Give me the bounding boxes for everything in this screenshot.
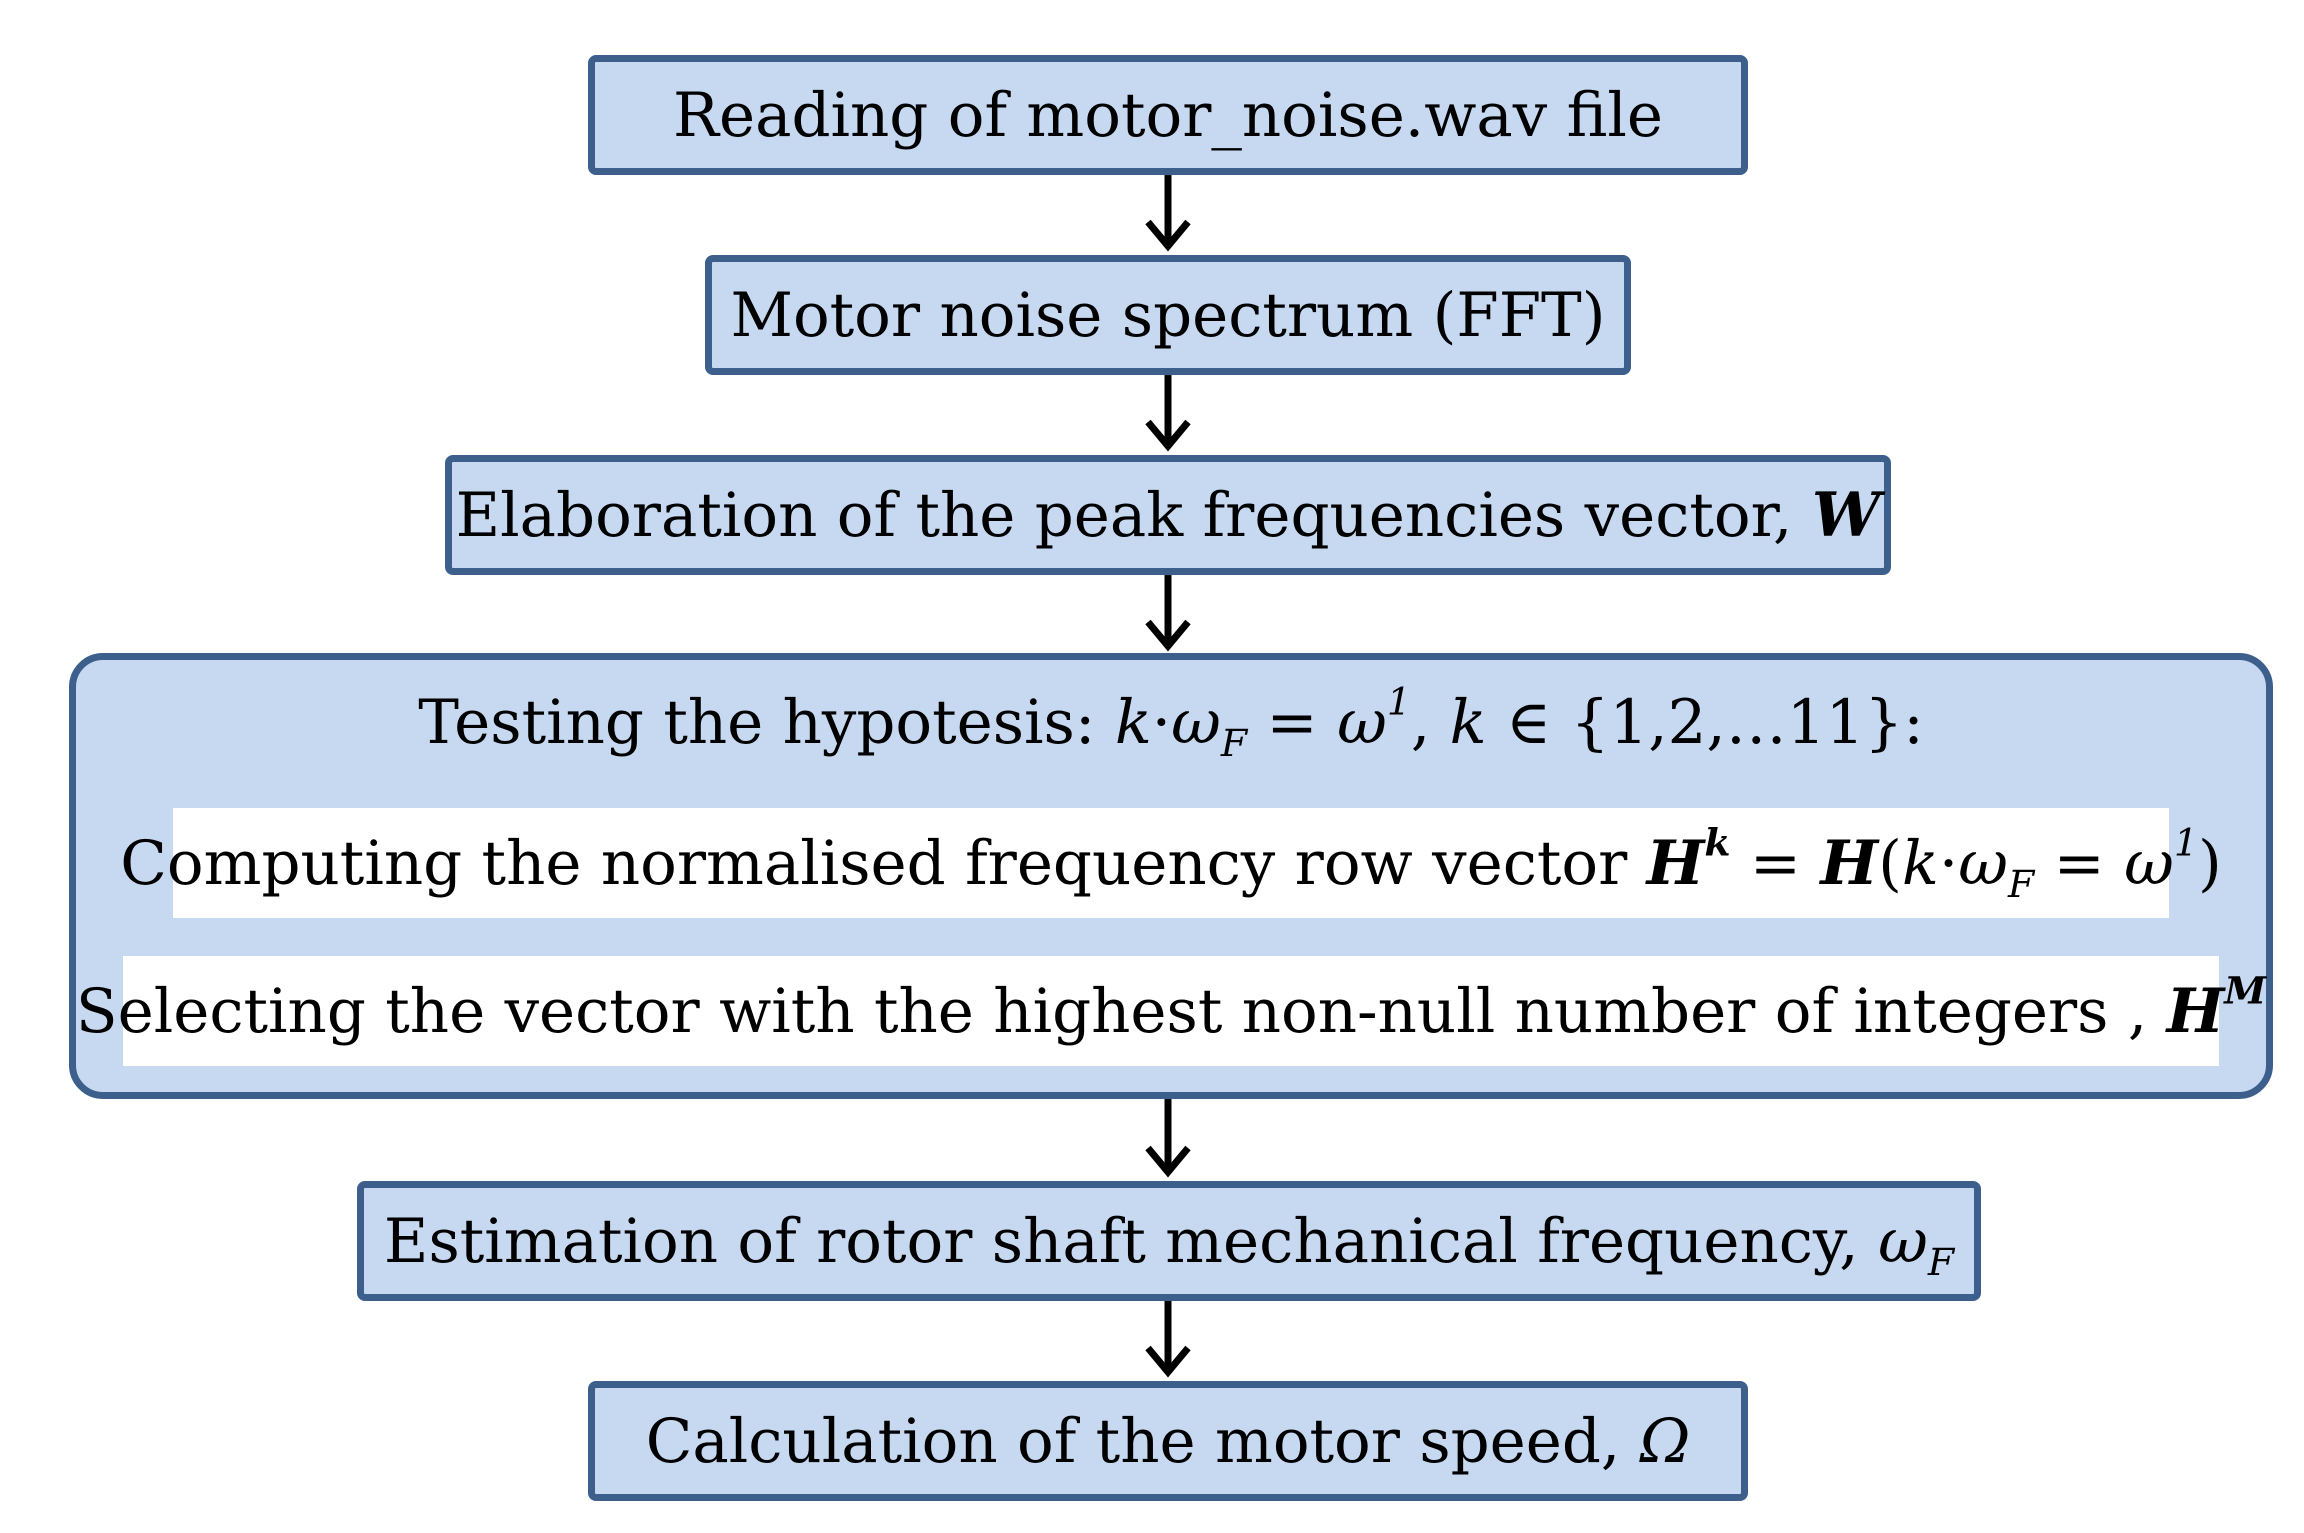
step-peak-vector-label: Elaboration of the peak frequencies vect… [455,479,1812,551]
selecting-sup-m: M [2224,967,2267,1013]
selecting-text: Selecting the vector with the highest no… [75,971,2266,1047]
hypothesis-k: k [1114,687,1152,758]
step-fft: Motor noise spectrum (FFT) [705,255,1631,375]
estimation-omega: ω [1878,1205,1928,1277]
hypothesis-k2: k [1449,687,1487,758]
calculation-label: Calculation of the motor speed, [645,1405,1640,1477]
arrow-hypothesis-to-estimation [1145,1099,1191,1178]
hypothesis-sup-1: 1 [1386,679,1411,724]
step-selecting-vector: Selecting the vector with the highest no… [76,956,2266,1066]
hypothesis-eq: = [1247,687,1338,758]
step-peak-vector-text: Elaboration of the peak frequencies vect… [456,480,1881,551]
computing-h: H [1646,827,1705,899]
computing-dot: · [1938,827,1959,899]
arrow-fft-to-peaks [1145,373,1191,452]
estimation-text: Estimation of rotor shaft mechanical fre… [383,1205,1954,1281]
hypothesis-set: ∈ {1,2,…11}: [1486,687,1924,758]
selecting-label: Selecting the vector with the highest no… [75,975,2167,1047]
computing-h2: H [1820,827,1879,899]
computing-k: k [1901,827,1939,899]
computing-text: Computing the normalised frequency row v… [120,823,2222,903]
hypothesis-omega-1: ω [1337,687,1387,758]
step-computing-vector: Computing the normalised frequency row v… [120,808,2222,918]
computing-sub-f: F [2007,861,2035,906]
computing-eq2: = [2034,827,2125,899]
step-peak-vector: Elaboration of the peak frequencies vect… [445,455,1891,575]
step-read-file: Reading of motor_noise.wav file [588,55,1748,175]
computing-omega-1: ω [2124,827,2174,899]
computing-label: Computing the normalised frequency row v… [120,827,1647,899]
step-estimation: Estimation of rotor shaft mechanical fre… [357,1181,1981,1301]
computing-sup-k: k [1704,819,1731,865]
hypothesis-sub-f: F [1220,721,1248,766]
step-fft-label: Motor noise spectrum (FFT) [730,279,1606,351]
estimation-label: Estimation of rotor shaft mechanical fre… [383,1205,1879,1277]
step-read-file-label: Reading of motor_noise.wav file [673,79,1663,151]
hypothesis-omega: ω [1171,687,1221,758]
hypothesis-comma: , [1410,687,1450,758]
computing-open: ( [1878,827,1902,899]
hypothesis-block: Testing the hypotesis: k·ωF = ω1, k ∈ {1… [69,653,2273,1099]
calculation-omega-symbol: Ω [1639,1405,1691,1477]
computing-omega: ω [1958,827,2008,899]
calculation-text: Calculation of the motor speed, Ω [646,1406,1691,1477]
arrow-peaks-to-hypothesis [1145,573,1191,652]
step-calculation: Calculation of the motor speed, Ω [588,1381,1748,1501]
vector-w-symbol: W [1811,479,1881,551]
hypothesis-prefix: Testing the hypotesis: [418,687,1115,758]
arrow-estimation-to-calculation [1145,1299,1191,1378]
hypothesis-title: Testing the hypotesis: k·ωF = ω1, k ∈ {1… [76,683,2266,762]
computing-eq: = [1730,827,1821,899]
estimation-sub-f: F [1927,1239,1955,1284]
hypothesis-dot: · [1151,687,1172,758]
arrow-read-to-fft [1145,173,1191,252]
computing-sup-1: 1 [2173,820,2198,865]
computing-close: ) [2197,827,2222,899]
selecting-h: H [2166,975,2225,1047]
